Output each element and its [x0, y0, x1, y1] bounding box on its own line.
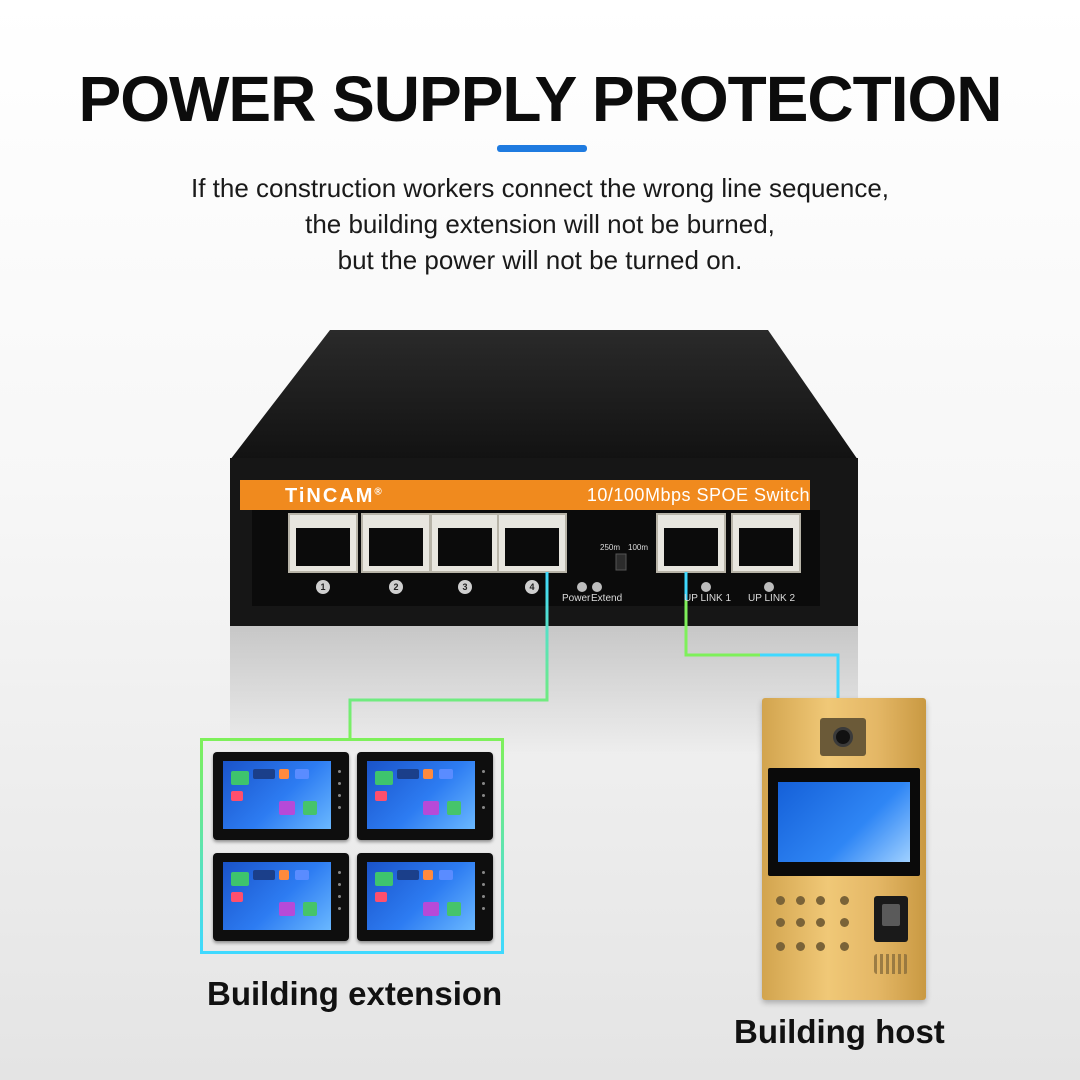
subtitle-line-3: but the power will not be turned on.	[337, 245, 743, 275]
monitor-screen	[367, 862, 475, 930]
dip-label-100m: 100m	[628, 543, 649, 552]
switch-band	[240, 480, 810, 510]
power-label: Power	[562, 593, 591, 604]
uplink-label-2: UP LINK 2	[748, 593, 796, 604]
power-led	[577, 582, 587, 592]
uplink-led-2	[764, 582, 774, 592]
uplink-label-1: UP LINK 1	[684, 593, 732, 604]
port-number-2: 2	[389, 580, 403, 594]
port-number-4: 4	[525, 580, 539, 594]
extension-monitor	[213, 853, 349, 941]
building-extension-label: Building extension	[207, 975, 503, 1012]
building-host-panel	[762, 698, 926, 1000]
monitor-screen	[223, 862, 331, 930]
port-number-1: 1	[316, 580, 330, 594]
monitor-screen	[367, 761, 475, 829]
extension-monitor	[357, 853, 493, 941]
monitor-screen	[223, 761, 331, 829]
brand-logo: TiNCAM®	[285, 485, 382, 507]
camera-icon	[820, 718, 866, 756]
port-number-3: 3	[458, 580, 472, 594]
extension-monitor	[213, 752, 349, 840]
extend-label: Extend	[591, 593, 623, 604]
switch-reflection	[230, 626, 858, 756]
subtitle-line-2: the building extension will not be burne…	[305, 209, 775, 239]
host-screen	[768, 768, 920, 876]
extension-monitor	[357, 752, 493, 840]
switch-top	[230, 330, 858, 460]
speaker-grille-icon	[874, 954, 908, 974]
extend-led	[592, 582, 602, 592]
fingerprint-reader-icon	[874, 896, 908, 942]
dip-label-250m: 250m	[600, 543, 621, 552]
building-host-label: Building host	[734, 1013, 945, 1050]
switch-model-label: 10/100Mbps SPOE Switch	[586, 485, 810, 505]
wire-to-extension	[348, 572, 549, 738]
page-title: POWER SUPPLY PROTECTION	[78, 63, 1003, 135]
subtitle-line-1: If the construction workers connect the …	[190, 173, 890, 203]
uplink-led-1	[701, 582, 711, 592]
dip-switch	[615, 553, 627, 571]
title-underline	[497, 145, 587, 152]
subtitle: If the construction workers connect the …	[0, 170, 1080, 278]
host-display	[778, 782, 910, 862]
